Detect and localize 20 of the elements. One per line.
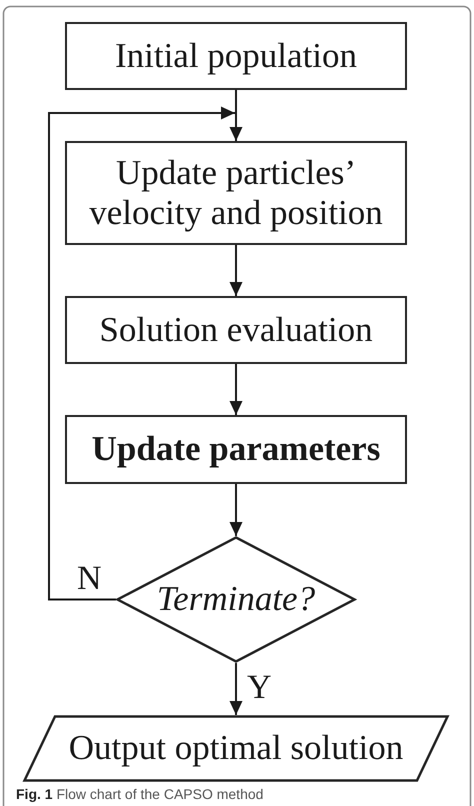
loop-arrow <box>48 106 235 600</box>
step-label: Update parameters <box>92 429 380 470</box>
figure-caption: Fig. 1 Flow chart of the CAPSO method <box>16 786 264 802</box>
decision-label: Terminate? <box>156 579 316 620</box>
step-label: Output optimal solution <box>68 728 404 769</box>
arrow <box>230 663 242 715</box>
step-label: Initial population <box>114 36 358 76</box>
connector-line <box>235 90 237 113</box>
process-box <box>65 296 407 364</box>
step-label: Solution evaluation <box>99 310 373 350</box>
process-box <box>65 415 407 484</box>
decision-diamond <box>116 536 356 663</box>
arrow <box>230 245 242 296</box>
process-box <box>65 141 407 245</box>
process-box <box>65 22 407 90</box>
arrow <box>230 113 242 141</box>
step-label: Update particles’ velocity and position <box>88 152 384 234</box>
output-parallelogram <box>23 715 449 782</box>
arrow <box>230 364 242 415</box>
arrow <box>230 484 242 536</box>
